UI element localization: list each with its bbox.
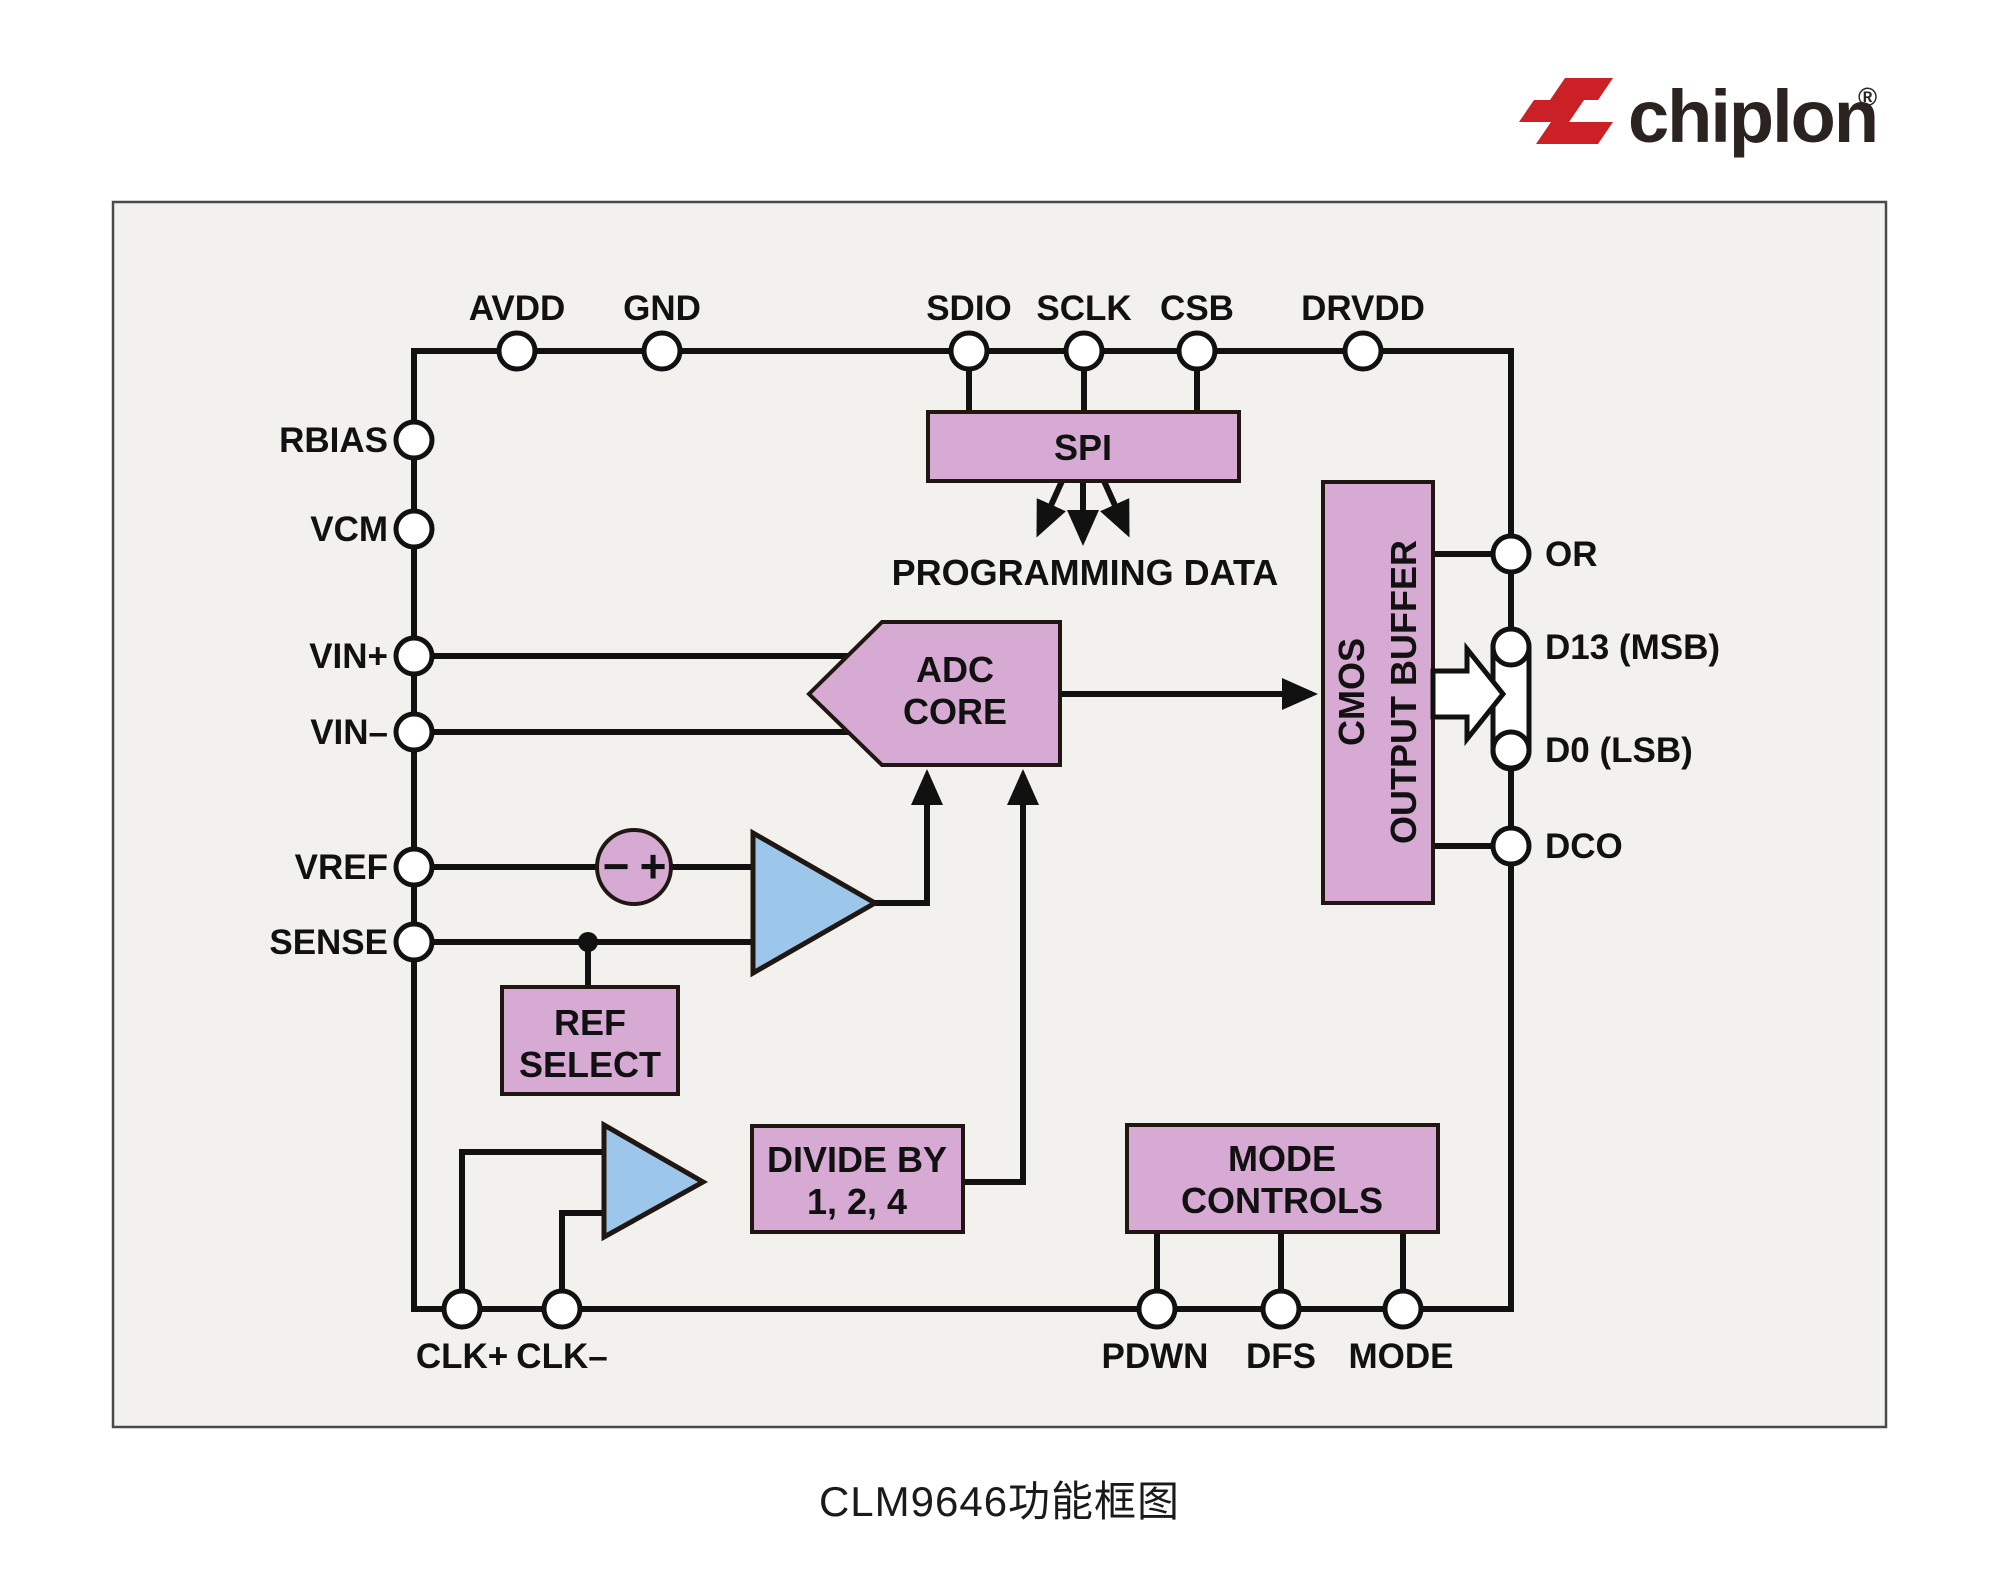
pin-circle-clkp xyxy=(441,1288,483,1330)
spi-arrow-left xyxy=(1036,479,1066,538)
chiplon-logo: chiplon ® xyxy=(1519,75,1879,158)
ref-minus-sign: − xyxy=(603,840,630,892)
divide-by-block xyxy=(750,1124,965,1234)
pin-circle-mode xyxy=(1382,1288,1424,1330)
pin-label-clkp: CLK+ xyxy=(416,1337,508,1376)
pin-label-vinp: VIN+ xyxy=(309,637,388,676)
pin-label-rbias: RBIAS xyxy=(279,421,388,460)
pin-circle-rbias xyxy=(393,419,435,461)
pin-circle-d13 xyxy=(1490,626,1532,668)
cmos-output-buffer-block xyxy=(1321,480,1435,905)
pin-circles xyxy=(393,330,1532,1330)
bus-block-arrow xyxy=(1430,641,1507,747)
divide-by-label-line1: DIVIDE BY xyxy=(767,1139,947,1180)
pin-label-vcm: VCM xyxy=(310,510,388,549)
pin-label-dco: DCO xyxy=(1545,827,1623,866)
pin-label-sdio: SDIO xyxy=(926,289,1012,328)
pin-circle-drvdd xyxy=(1342,330,1384,372)
pin-label-pdwn: PDWN xyxy=(1102,1337,1209,1376)
pin-circle-vinn xyxy=(393,711,435,753)
cmos-buffer-label-line2: OUTPUT BUFFER xyxy=(1383,540,1424,844)
pin-circle-d0 xyxy=(1490,729,1532,771)
pin-circle-dfs xyxy=(1260,1288,1302,1330)
pin-label-mode: MODE xyxy=(1349,1337,1454,1376)
logo-stripe-top xyxy=(1550,78,1613,100)
pin-label-sense: SENSE xyxy=(269,923,388,962)
ref-select-block xyxy=(500,985,680,1096)
adc-core-label-line1: ADC xyxy=(916,649,994,690)
pin-label-csb: CSB xyxy=(1160,289,1234,328)
ref-select-label-line2: SELECT xyxy=(519,1044,661,1085)
sense-junction-dot xyxy=(578,932,598,952)
ref-select-label-line1: REF xyxy=(554,1002,626,1043)
pin-label-clkn: CLK– xyxy=(516,1337,607,1376)
top-pin-labels: AVDD GND SDIO SCLK CSB DRVDD xyxy=(469,289,1425,328)
pin-circle-gnd xyxy=(641,330,683,372)
pin-circle-sense xyxy=(393,921,435,963)
pin-circle-vinp xyxy=(393,635,435,677)
ref-diff-circle xyxy=(595,828,673,906)
spi-label: SPI xyxy=(1054,427,1112,468)
pin-circle-sdio xyxy=(948,330,990,372)
logo-wordmark: chiplon xyxy=(1628,75,1877,158)
pin-label-gnd: GND xyxy=(623,289,701,328)
pin-label-sclk: SCLK xyxy=(1036,289,1131,328)
mode-controls-block xyxy=(1125,1123,1440,1234)
logo-registered-mark: ® xyxy=(1858,82,1877,112)
pin-circle-or xyxy=(1490,533,1532,575)
pin-label-vref: VREF xyxy=(295,848,388,887)
logo-stripe-middle xyxy=(1519,100,1584,122)
ref-amp-triangle xyxy=(750,828,881,978)
divider-to-adc-arrow xyxy=(963,769,1039,1185)
pin-label-avdd: AVDD xyxy=(469,289,566,328)
pin-circle-vref xyxy=(393,846,435,888)
wire-clkn-riser xyxy=(559,1210,604,1309)
pin-label-d13: D13 (MSB) xyxy=(1545,628,1720,667)
divide-by-label-line2: 1, 2, 4 xyxy=(807,1181,907,1222)
pin-circle-vcm xyxy=(393,508,435,550)
figure-caption: CLM9646功能框图 xyxy=(818,1478,1181,1525)
programming-data-label: PROGRAMMING DATA xyxy=(892,552,1279,593)
chiplon-logo-icon xyxy=(1519,78,1613,144)
left-pin-labels: RBIAS VCM VIN+ VIN– VREF SENSE xyxy=(269,421,388,962)
spi-block xyxy=(926,410,1241,483)
pin-circle-csb xyxy=(1176,330,1218,372)
pin-label-dfs: DFS xyxy=(1246,1337,1316,1376)
mode-controls-label-line1: MODE xyxy=(1228,1138,1336,1179)
mode-controls-label-line2: CONTROLS xyxy=(1181,1180,1383,1221)
pin-label-d0: D0 (LSB) xyxy=(1545,731,1693,770)
right-pin-labels: OR D13 (MSB) D0 (LSB) DCO xyxy=(1545,535,1720,866)
bottom-pin-labels: CLK+ CLK– PDWN DFS MODE xyxy=(416,1337,1454,1376)
refamp-to-adc-arrow xyxy=(875,769,943,906)
block-labels: SPI PROGRAMMING DATA ADC CORE CMOS OUTPU… xyxy=(519,427,1424,1222)
diagram-frame xyxy=(111,200,1888,1429)
pin-circle-sclk xyxy=(1063,330,1105,372)
wire-clkp-riser xyxy=(459,1149,604,1309)
adc-core-block xyxy=(806,620,1062,767)
arrow-wires xyxy=(875,479,1318,1185)
pin-label-drvdd: DRVDD xyxy=(1301,289,1425,328)
adc-core-label-line2: CORE xyxy=(903,691,1007,732)
pin-circle-dco xyxy=(1490,825,1532,867)
pin-circle-avdd xyxy=(496,330,538,372)
pin-circle-pdwn xyxy=(1136,1288,1178,1330)
pin-label-vinn: VIN– xyxy=(310,713,388,752)
spi-arrow-right xyxy=(1100,479,1130,538)
pin-circle-clkn xyxy=(541,1288,583,1330)
pin-label-or: OR xyxy=(1545,535,1598,574)
cmos-buffer-label-line1: CMOS xyxy=(1331,638,1372,746)
ref-plus-sign: + xyxy=(640,840,667,892)
logo-stripe-bottom xyxy=(1536,122,1613,144)
clock-amp-triangle xyxy=(601,1120,709,1242)
